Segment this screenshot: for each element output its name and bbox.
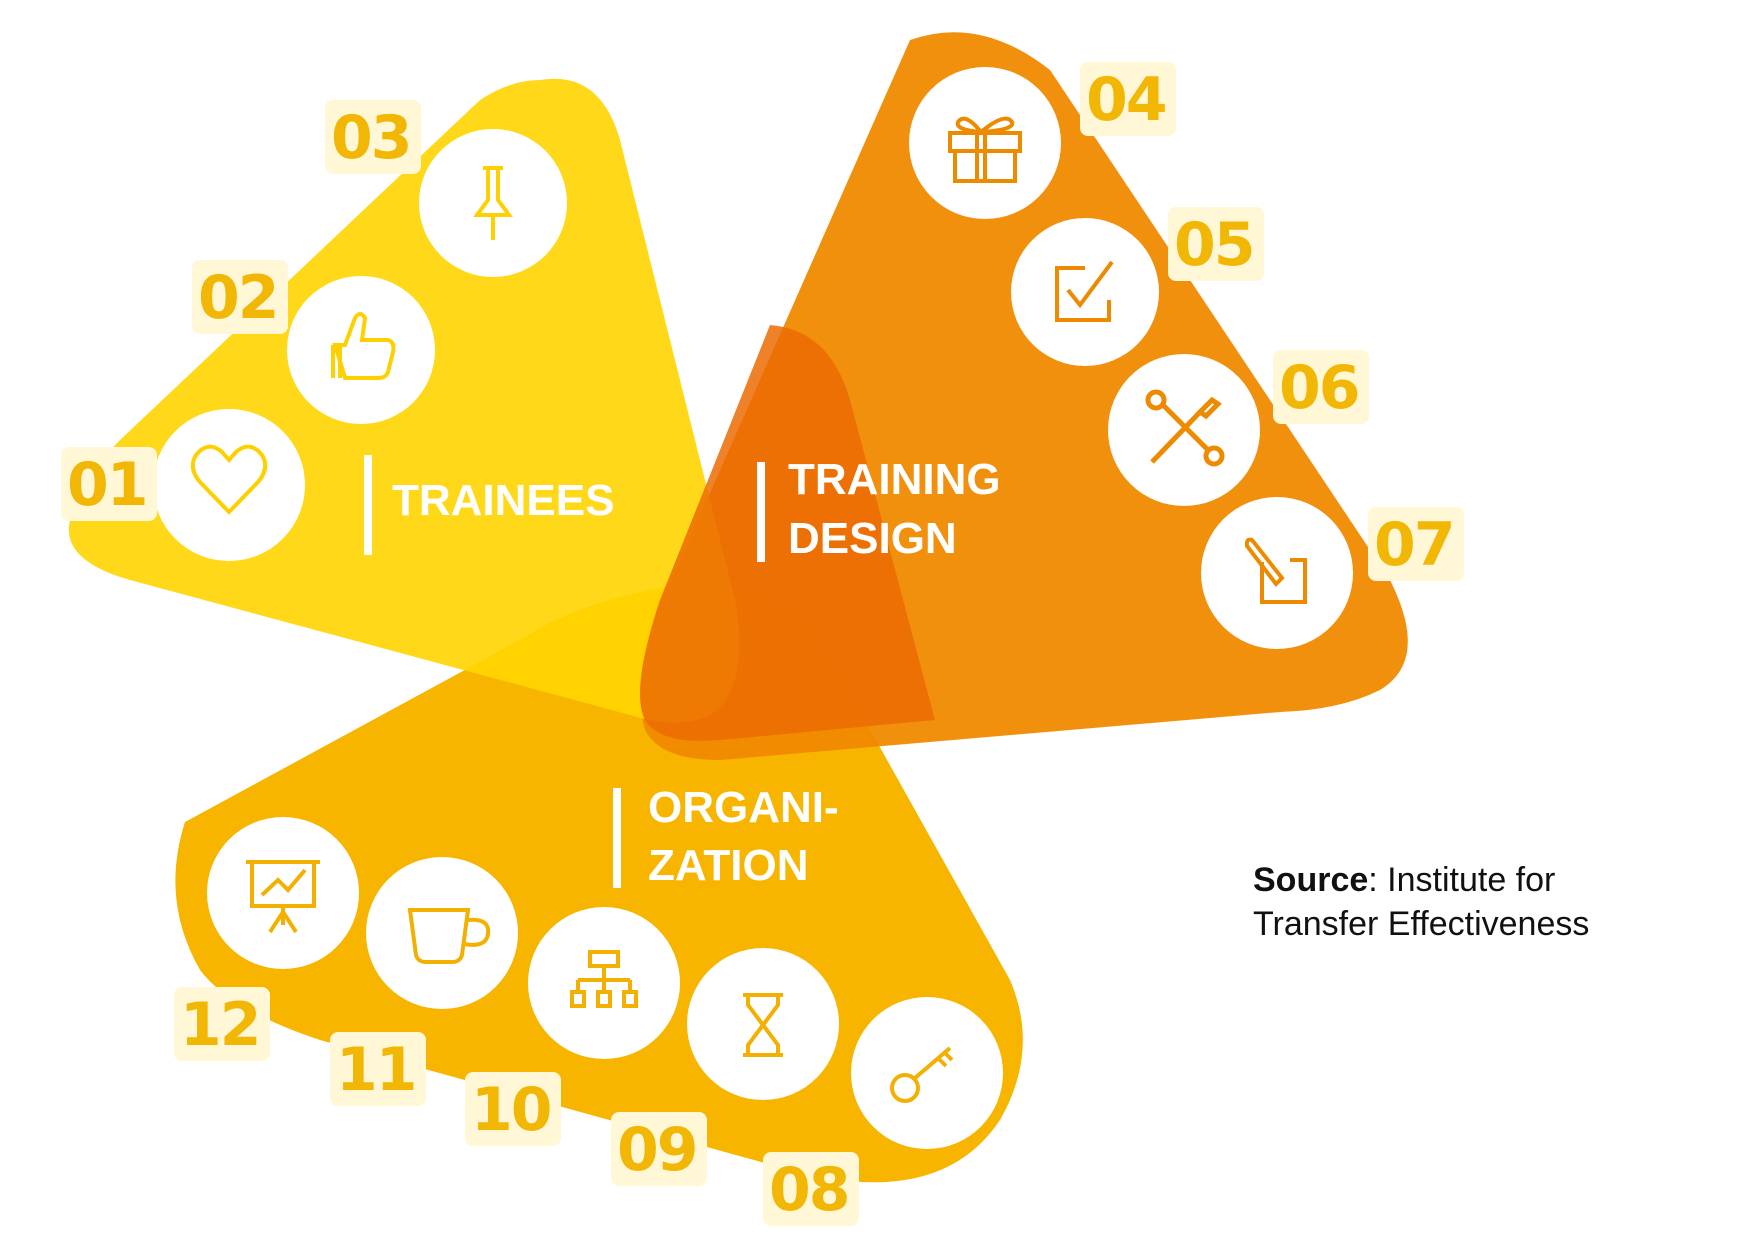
item-number-03: 03 <box>325 100 421 174</box>
item-07 <box>1201 497 1353 649</box>
item-09 <box>687 948 839 1100</box>
key-icon <box>890 1046 954 1103</box>
item-circle <box>287 276 435 424</box>
item-circle <box>207 817 359 969</box>
number-background <box>611 1112 707 1186</box>
item-number-text: 01 <box>67 450 147 520</box>
item-number-04: 04 <box>1080 62 1176 136</box>
edit-icon <box>1244 537 1307 604</box>
item-number-text: 12 <box>180 990 260 1060</box>
item-number-10: 10 <box>465 1072 561 1146</box>
item-number-text: 03 <box>331 103 411 173</box>
item-circle <box>419 129 567 277</box>
pushpin-icon <box>473 166 513 240</box>
item-number-text: 06 <box>1279 353 1359 423</box>
item-number-text: 08 <box>769 1155 849 1225</box>
number-background <box>1168 207 1264 281</box>
training-design-label-line2: DESIGN <box>788 514 957 563</box>
number-background <box>192 260 288 334</box>
item-number-text: 04 <box>1086 65 1166 135</box>
item-circle <box>851 997 1003 1149</box>
item-number-05: 05 <box>1168 207 1264 281</box>
item-numbers: 01 02 03 04 05 06 07 08 09 10 11 12 <box>61 62 1464 1226</box>
organization-label-line2: ZATION <box>648 841 809 890</box>
item-02 <box>287 276 435 424</box>
presentation-icon <box>246 860 320 934</box>
number-background <box>1080 62 1176 136</box>
number-background <box>325 100 421 174</box>
heart-icon <box>190 444 268 515</box>
item-06 <box>1108 354 1260 506</box>
source-text: : Institute for Transfer Effectiveness <box>1253 861 1590 943</box>
item-number-11: 11 <box>330 1032 426 1106</box>
organization-divider <box>613 788 621 888</box>
item-number-text: 10 <box>471 1075 551 1145</box>
item-number-06: 06 <box>1273 350 1369 424</box>
item-05 <box>1011 218 1159 366</box>
item-number-text: 05 <box>1174 210 1254 280</box>
checkbox-icon <box>1055 260 1114 322</box>
number-background <box>1368 507 1464 581</box>
item-11 <box>366 857 518 1009</box>
number-background <box>174 987 270 1061</box>
number-background <box>1273 350 1369 424</box>
item-12 <box>207 817 359 969</box>
item-circle <box>366 857 518 1009</box>
organization-label-line1: ORGANI- <box>648 783 839 832</box>
item-number-12: 12 <box>174 987 270 1061</box>
item-number-01: 01 <box>61 447 157 521</box>
training-design-label-line1: TRAINING <box>788 455 1001 504</box>
wrench-screwdriver-icon <box>1145 389 1225 467</box>
number-background <box>61 447 157 521</box>
item-03 <box>419 129 567 277</box>
item-number-02: 02 <box>192 260 288 334</box>
cup-icon <box>407 908 491 964</box>
item-number-07: 07 <box>1368 507 1464 581</box>
item-10 <box>528 907 680 1059</box>
item-number-text: 07 <box>1374 510 1454 580</box>
number-background <box>763 1152 859 1226</box>
item-04 <box>909 67 1061 219</box>
item-08 <box>851 997 1003 1149</box>
org-chart-icon <box>570 950 638 1008</box>
training-design-divider <box>757 462 765 562</box>
trainees-divider <box>364 455 372 555</box>
number-background <box>465 1072 561 1146</box>
item-circle <box>1011 218 1159 366</box>
number-background <box>330 1032 426 1106</box>
source-label: Source <box>1253 861 1369 899</box>
item-number-text: 09 <box>617 1115 697 1185</box>
trainees-label: TRAINEES <box>392 476 614 525</box>
item-number-text: 02 <box>198 263 278 333</box>
overlap-center <box>640 325 935 741</box>
hourglass-icon <box>743 993 783 1057</box>
thumbs-up-icon <box>331 312 396 380</box>
item-01 <box>153 409 305 561</box>
item-number-09: 09 <box>611 1112 707 1186</box>
item-number-08: 08 <box>763 1152 859 1226</box>
source-note: Source: Institute for Transfer Effective… <box>1253 858 1673 946</box>
gift-icon <box>948 116 1022 183</box>
item-number-text: 11 <box>336 1035 416 1105</box>
item-circle <box>153 409 305 561</box>
